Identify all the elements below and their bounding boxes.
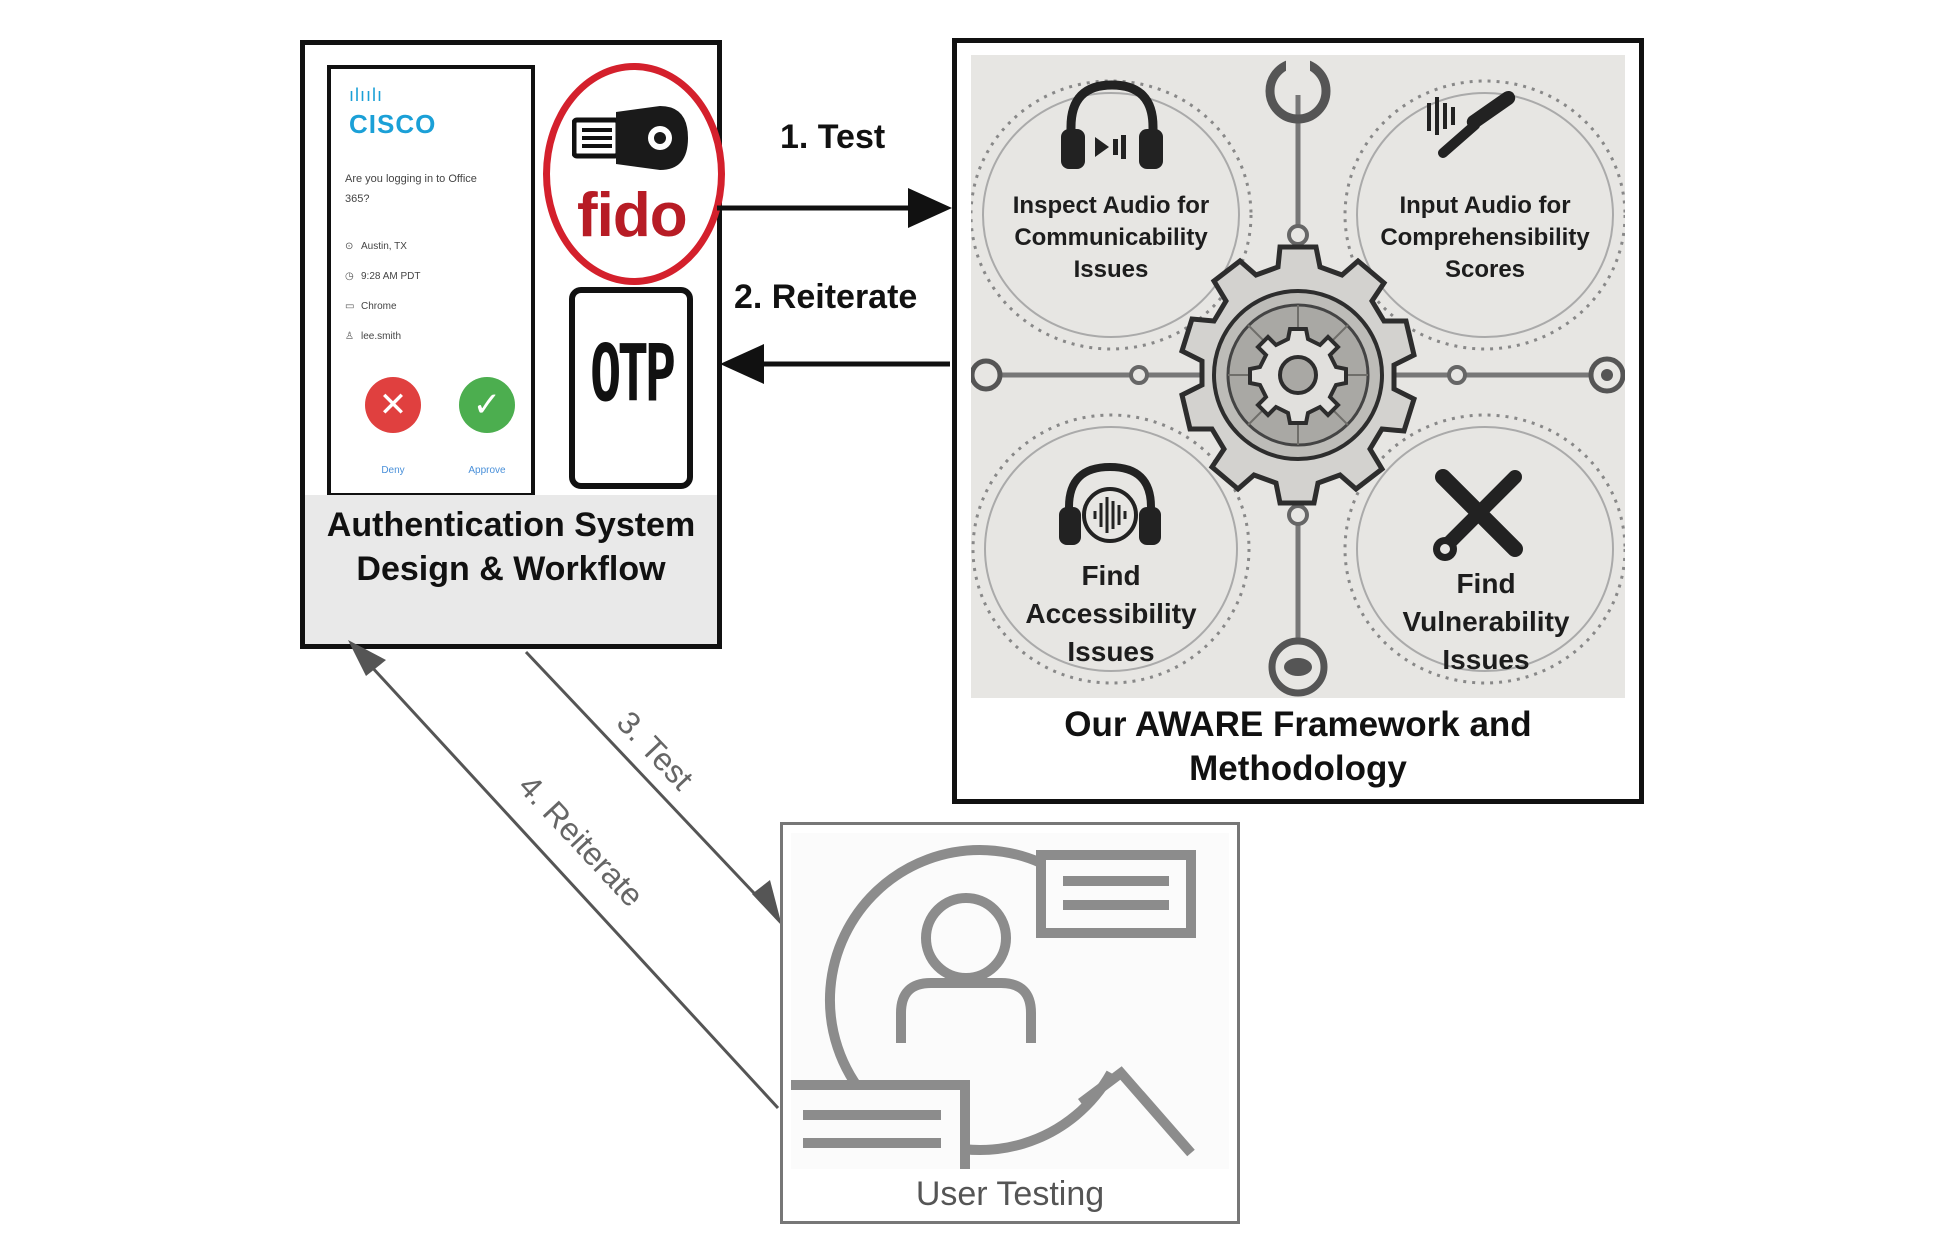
circle-label-vulnerability: Find Vulnerability Issues	[1402, 568, 1570, 675]
reiterate-arrow-4	[356, 650, 780, 1110]
microphone-icon	[1427, 90, 1516, 158]
aware-illustration: Inspect Audio for Communicability Issues…	[971, 55, 1625, 698]
fido-text: fido	[577, 181, 688, 250]
user-testing-caption: User Testing	[915, 1175, 1105, 1213]
location-row: ⊙ Austin, TX	[345, 241, 407, 252]
approve-label: Approve	[468, 465, 506, 476]
reiterate-arrow-4-head	[348, 640, 386, 676]
location-pin-icon: ⊙	[345, 241, 354, 252]
login-prompt-text: Are you logging in to Office 365?	[345, 173, 477, 205]
time-row: ◷ 9:28 AM PDT	[345, 271, 420, 282]
test-arrow-1-head	[908, 188, 952, 228]
arrow-label-2: 2. Reiterate	[734, 278, 918, 316]
browser-text: Chrome	[361, 301, 397, 312]
headphones-icon	[1061, 80, 1163, 169]
time-text: 9:28 AM PDT	[361, 271, 421, 282]
location-text: Austin, TX	[361, 241, 407, 252]
fido-logo: fido	[543, 63, 725, 285]
user-testing-box: User Testing	[780, 822, 1240, 1224]
security-key-icon	[572, 106, 688, 170]
duo-push-phone-screen: ılıılı CISCO Are you logging in to Offic…	[327, 65, 535, 497]
user-row: ♙ lee.smith	[345, 331, 401, 342]
person-icon: ♙	[345, 331, 354, 342]
cisco-bars-icon: ılıılı	[349, 85, 384, 105]
check-icon: ✓	[472, 386, 502, 424]
aware-framework-box: Inspect Audio for Communicability Issues…	[952, 38, 1644, 804]
otp-token: OTP	[569, 287, 693, 489]
circle-label-accessibility: Find Accessibility Issues	[1025, 560, 1197, 667]
deny-button[interactable]: ✕	[365, 377, 421, 433]
test-arrow-3	[524, 650, 772, 912]
otp-text: OTP	[590, 330, 676, 420]
authentication-system-box: ılıılı CISCO Are you logging in to Offic…	[300, 40, 725, 649]
crossed-tools-icon	[1433, 469, 1523, 561]
deny-label: Deny	[381, 465, 405, 476]
user-testing-icon	[791, 833, 1229, 1169]
approve-button[interactable]: ✓	[459, 377, 515, 433]
circle-label-communicability: Inspect Audio for Communicability Issues	[1012, 192, 1210, 283]
aware-title: Our AWARE Framework and Methodology	[1064, 705, 1532, 788]
browser-row: ▭ Chrome	[345, 301, 397, 312]
monitor-icon: ▭	[345, 301, 355, 312]
arrow-label-1: 1. Test	[780, 118, 886, 156]
test-arrow-3-head	[752, 880, 782, 926]
x-icon: ✕	[378, 386, 408, 424]
cisco-logo: CISCO	[349, 109, 437, 139]
circle-label-comprehensibility: Input Audio for Comprehensibility Scores	[1380, 192, 1590, 283]
aware-diagram-art	[971, 55, 1625, 697]
reiterate-arrow-2-head	[720, 344, 764, 384]
username-text: lee.smith	[361, 331, 402, 342]
auth-title: Authentication System Design & Workflow	[326, 506, 696, 588]
audio-waveform-icon	[1059, 462, 1161, 545]
auth-title-panel: Authentication System Design & Workflow	[305, 495, 717, 644]
clock-icon: ◷	[345, 271, 354, 282]
